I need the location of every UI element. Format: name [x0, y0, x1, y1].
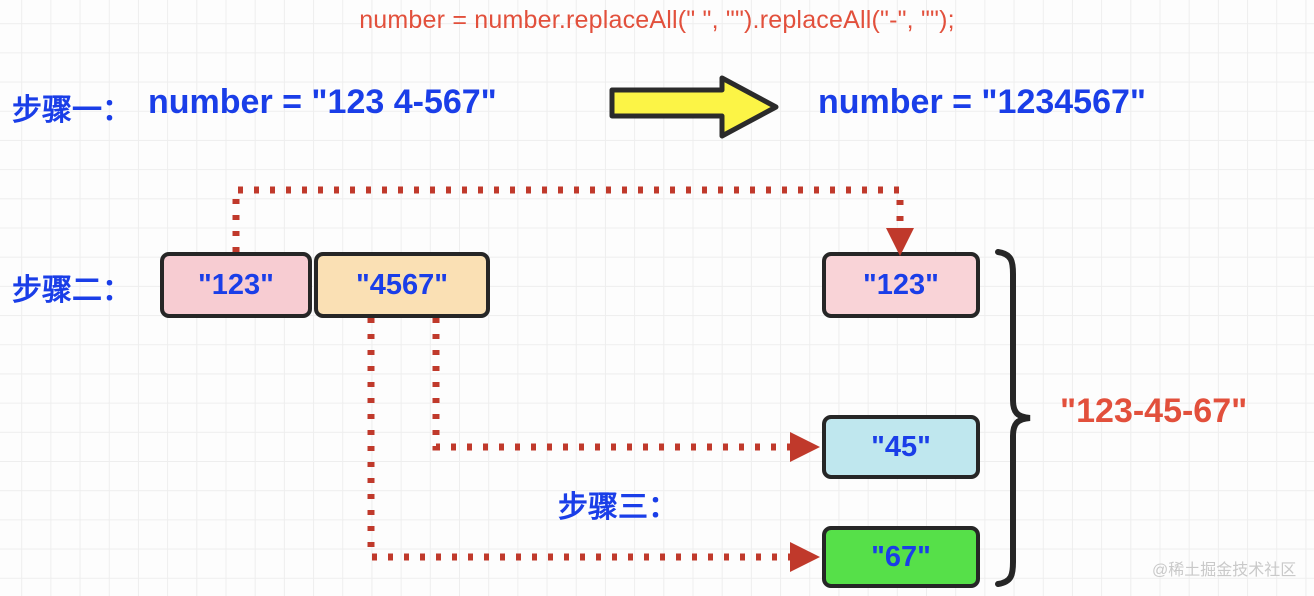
grouping-brace [995, 249, 1031, 587]
connector-123 [232, 186, 904, 252]
step-one-input-expression: number = "123 4-567" [148, 83, 497, 121]
step-one-label: 步骤一： [12, 94, 132, 127]
arrowhead-45 [790, 432, 820, 462]
final-result-text: "123-45-67" [1060, 392, 1248, 430]
box-source-4567: "4567" [314, 252, 490, 318]
box-result-67: "67" [822, 526, 980, 588]
step-three-label: 步骤三： [558, 491, 678, 524]
block-arrow-right-icon [609, 75, 779, 139]
step-two-label: 步骤二： [12, 274, 132, 307]
box-source-123: "123" [160, 252, 312, 318]
arrowhead-67 [790, 542, 820, 572]
watermark: @稀土掘金技术社区 [1152, 562, 1297, 579]
box-result-45: "45" [822, 415, 980, 479]
box-result-123: "123" [822, 252, 980, 318]
code-line: number = number.replaceAll(" ", "").repl… [359, 6, 955, 34]
step-one-output-expression: number = "1234567" [818, 83, 1147, 121]
connector-45 [432, 318, 790, 451]
